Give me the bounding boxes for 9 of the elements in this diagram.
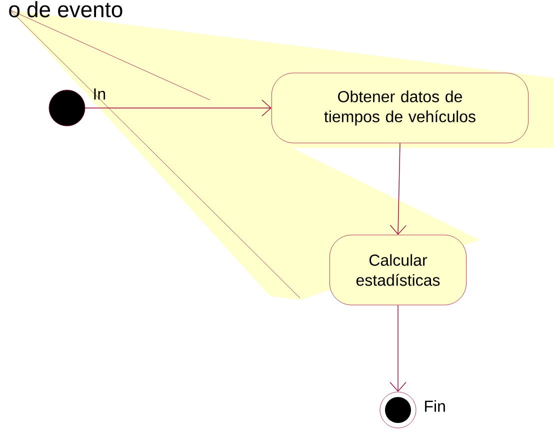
activity-box: Calcular estadísticas [329, 234, 467, 306]
initial-node [48, 90, 86, 126]
arrow [84, 100, 272, 116]
arrow [390, 304, 406, 392]
activity-box: Obtener datos de tiempos de vehículos [271, 72, 529, 144]
final-node [380, 392, 416, 428]
arrow [390, 142, 407, 235]
node-label: Fin [425, 400, 445, 412]
node-label: In [94, 88, 106, 100]
